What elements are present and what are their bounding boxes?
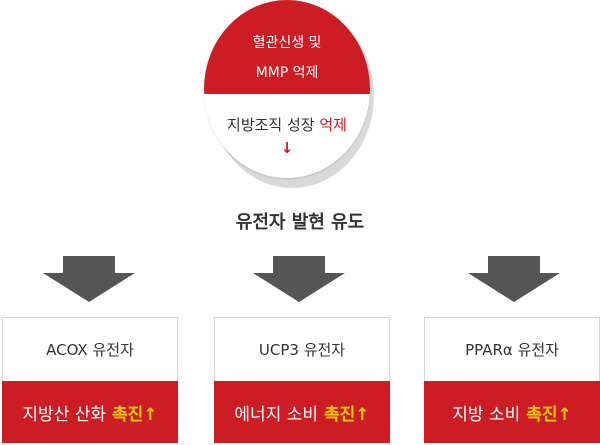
circle-top-section: 혈관신생 및 MMP 억제: [204, 0, 370, 94]
gene-label: UCP3 유전자: [258, 341, 346, 359]
gene-box-acox: ACOX 유전자 지방산 산화 촉진↑: [2, 317, 178, 443]
circle-bottom-prefix: 지방조직 성장: [227, 116, 315, 134]
gene-result: 지방산 산화 촉진↑: [2, 381, 178, 443]
circle-bottom-text: 지방조직 성장 억제: [227, 114, 347, 135]
gene-box-ucp3: UCP3 유전자 에너지 소비 촉진↑: [214, 317, 390, 443]
gene-label: ACOX 유전자: [46, 341, 134, 359]
result-highlight: 촉진↑: [324, 404, 370, 425]
gene-box-ppara: PPARα 유전자 지방 소비 촉진↑: [424, 317, 600, 443]
circle-bottom-highlight: 억제: [319, 116, 347, 134]
gene-result: 지방 소비 촉진↑: [424, 381, 600, 443]
circle-top-line2: MMP 억제: [255, 65, 319, 81]
result-text: 지방산 산화: [22, 404, 107, 425]
arrow-down-icon: [468, 256, 560, 302]
gene-label: PPARα 유전자: [465, 341, 559, 359]
result-highlight: 촉진↑: [526, 404, 572, 425]
circle-bottom-section: 지방조직 성장 억제 ↓: [204, 94, 370, 178]
arrow-down-icon: [253, 256, 345, 302]
result-text: 지방 소비: [452, 404, 521, 425]
diagram-heading: 유전자 발현 유도: [235, 212, 365, 233]
central-circle: 혈관신생 및 MMP 억제 지방조직 성장 억제 ↓: [204, 0, 370, 178]
down-arrow-icon: ↓: [280, 139, 294, 157]
circle-top-line1: 혈관신생 및: [252, 35, 322, 51]
result-highlight: 촉진↑: [112, 404, 158, 425]
gene-result: 에너지 소비 촉진↑: [214, 381, 390, 443]
result-text: 에너지 소비: [234, 404, 319, 425]
arrow-down-icon: [43, 256, 135, 302]
